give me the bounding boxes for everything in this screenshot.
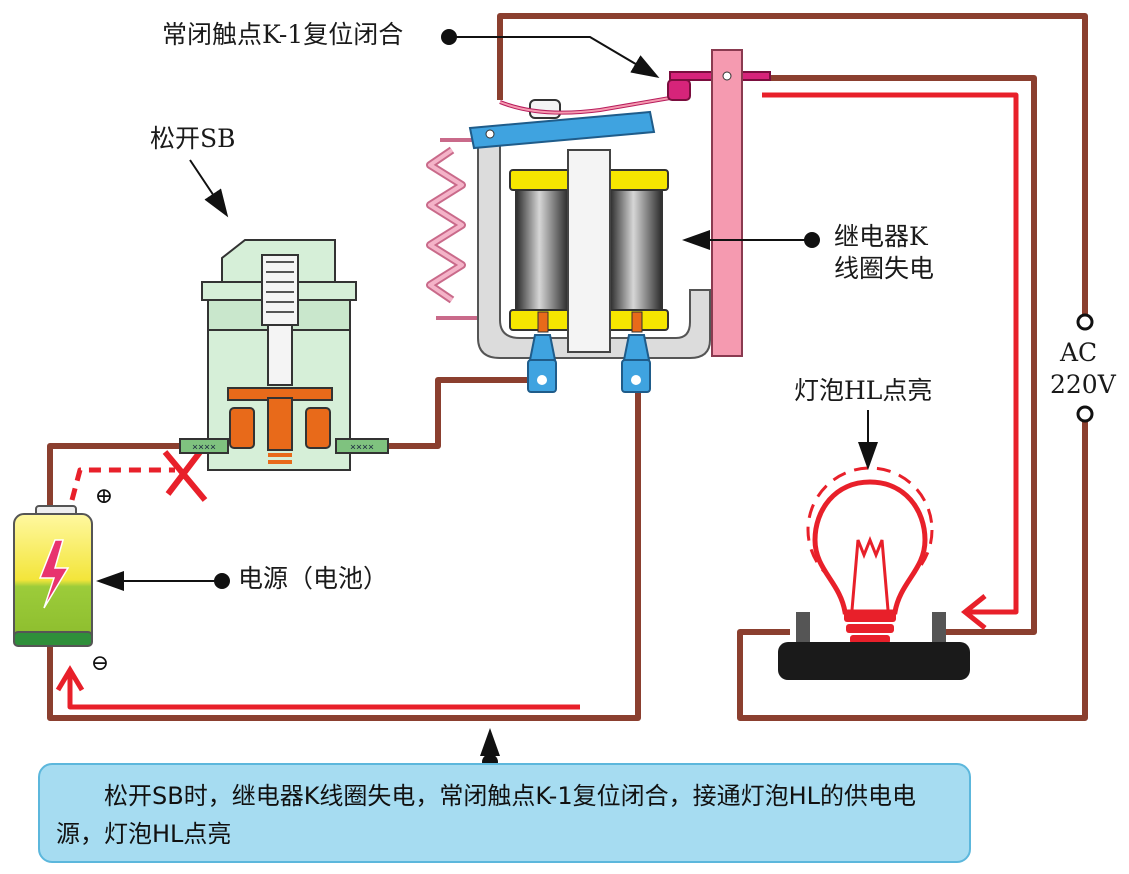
coil-label-line1: 继电器K [834,222,928,251]
lightning-icon [38,539,70,609]
ac-label-line1: AC [1060,338,1098,367]
battery-plus-icon: ⊕ [95,484,113,509]
lamp-hl [778,466,970,680]
relay-k [426,49,771,393]
caption-box: 松开SB时，继电器K线圈失电，常闭触点K-1复位闭合，接通灯泡HL的供电电源，灯… [38,763,971,863]
arrowhead-battery [55,665,85,692]
ac-label-line2: 220V [1050,370,1116,399]
switch-label: 松开SB [150,124,236,153]
ac-terminal-bottom [1076,405,1094,423]
pushbutton-sb: ×××× ×××× [179,239,389,471]
battery-minus-icon: ⊖ [91,651,109,676]
battery [13,505,93,647]
svg-text:××××: ×××× [350,442,374,453]
wiring [47,13,1088,721]
svg-text:××××: ×××× [192,442,216,453]
switch-open-x-icon [162,450,208,502]
current-flow-arrows [67,92,1019,710]
bulb-label: 灯泡HL点亮 [794,376,933,405]
arrowhead-bulb [960,594,987,630]
contact-label: 常闭触点K-1复位闭合 [162,20,404,49]
battery-label: 电源（电池） [238,564,389,593]
ac-terminal-top [1076,313,1094,331]
coil-label-line2: 线圈失电 [834,254,935,283]
caption-text: 松开SB时，继电器K线圈失电，常闭触点K-1复位闭合，接通灯泡HL的供电电源，灯… [56,782,917,848]
